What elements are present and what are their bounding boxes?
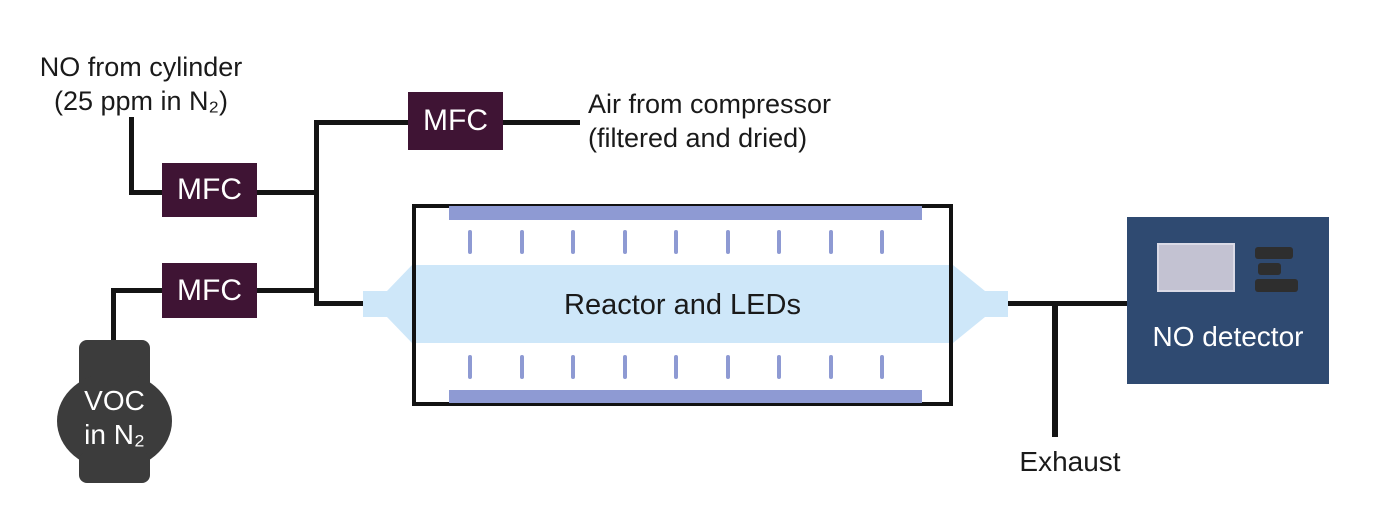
no-source-label: NO from cylinder (25 ppm in N₂) <box>25 50 257 118</box>
pipe-junction-to-mfc-air <box>314 120 408 125</box>
pipe-exhaust-vertical <box>1052 303 1058 437</box>
mfc-no-label: MFC <box>177 173 242 206</box>
pipe-mfc-no-to-junction <box>257 190 318 195</box>
flow-tube-shape <box>363 265 1008 343</box>
air-source-line2: (filtered and dried) <box>588 123 808 153</box>
pipe-flask-to-mfc-voc <box>111 288 162 293</box>
led-tick <box>725 355 730 379</box>
voc-flask-shape <box>57 340 172 483</box>
air-source-line1: Air from compressor <box>588 89 832 119</box>
pipe-no-cylinder-vertical <box>129 117 134 195</box>
led-tick <box>468 230 472 254</box>
led-strip-top <box>449 206 922 220</box>
pipe-mfc-voc-to-junction <box>257 288 318 293</box>
detector-vent-bar-1 <box>1255 247 1293 259</box>
led-tick <box>468 355 472 379</box>
led-tick <box>674 230 678 254</box>
pipe-no-cylinder-to-mfc <box>129 190 164 195</box>
led-tick <box>622 355 627 379</box>
exhaust-label: Exhaust <box>1019 446 1121 477</box>
reactor-label: Reactor and LEDs <box>564 289 801 321</box>
flask-body <box>57 372 172 470</box>
no-source-line2: (25 ppm in N₂) <box>53 86 229 116</box>
led-tick <box>725 230 730 254</box>
led-tick <box>571 355 575 379</box>
mfc-no-box: MFC <box>162 163 257 217</box>
led-tick <box>777 230 781 254</box>
pipe-main-junction-vertical <box>314 120 319 306</box>
pipe-junction-to-reactor <box>314 301 365 306</box>
pipe-flask-vertical <box>111 288 116 345</box>
led-tick <box>622 230 627 254</box>
air-source-label: Air from compressor (filtered and dried) <box>588 87 831 155</box>
detector-vent-bar-2 <box>1258 263 1281 275</box>
led-tick <box>880 355 884 379</box>
detector-label: NO detector <box>1152 321 1304 352</box>
flow-tube-polygon <box>363 265 1008 343</box>
detector-vent-bar-3 <box>1255 279 1298 292</box>
mfc-voc-box: MFC <box>162 263 257 318</box>
voc-line1: VOC <box>84 385 145 416</box>
led-tick <box>880 230 884 254</box>
mfc-voc-label: MFC <box>177 273 242 307</box>
led-strip-bottom <box>449 390 922 403</box>
flask-foot <box>79 452 150 483</box>
voc-line2: in N₂ <box>84 419 145 450</box>
led-tick <box>777 355 781 379</box>
pipe-reactor-to-detector <box>1005 301 1127 306</box>
pipe-mfc-air-to-compressor <box>503 120 580 125</box>
no-detector-box: NO detector <box>1127 217 1329 384</box>
mfc-air-label: MFC <box>423 104 488 137</box>
led-tick <box>519 230 524 254</box>
detector-screen <box>1157 243 1235 292</box>
led-tick <box>674 355 678 379</box>
led-tick <box>828 230 833 254</box>
no-source-line1: NO from cylinder <box>39 52 243 82</box>
led-tick <box>571 230 575 254</box>
led-tick <box>828 355 833 379</box>
voc-flask-label: VOC in N₂ <box>52 384 177 452</box>
mfc-air-box: MFC <box>408 92 503 150</box>
led-tick <box>519 355 524 379</box>
